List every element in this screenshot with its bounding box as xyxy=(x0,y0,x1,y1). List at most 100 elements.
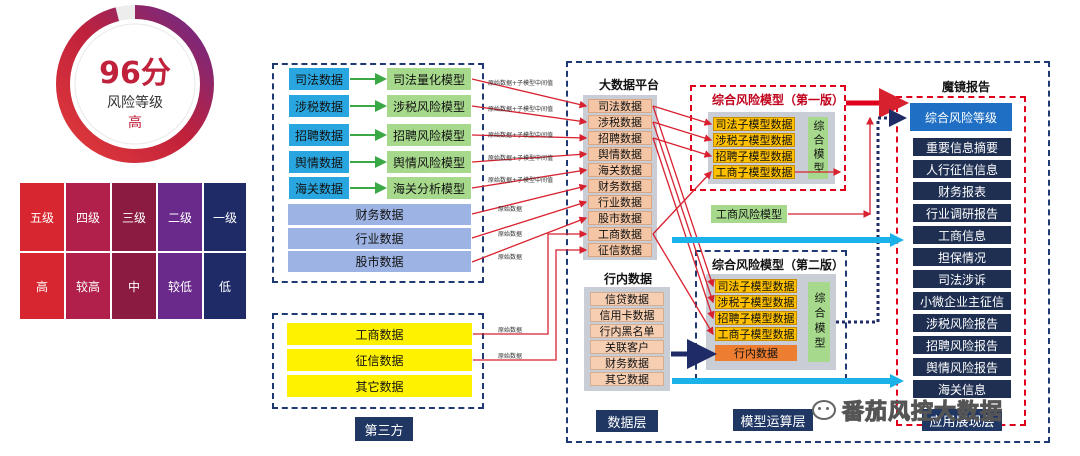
level-name-1: 一级 xyxy=(204,183,246,251)
report-item: 涉税风险报告 xyxy=(913,314,1011,332)
report-item: 海关信息 xyxy=(913,380,1011,398)
third-party-frame xyxy=(272,313,484,409)
platform-item: 涉税数据 xyxy=(588,115,652,129)
v1-sub: 招聘子模型数据 xyxy=(713,149,795,163)
risk-score-gauge: 96分 风险等级 高 xyxy=(50,2,220,167)
bank-item: 其它数据 xyxy=(590,372,664,386)
model-v2-title: 综合风险模型（第二版） xyxy=(712,258,845,272)
v1-combined-label: 综合模型 xyxy=(812,120,825,176)
wechat-icon xyxy=(812,400,836,420)
platform-item: 股市数据 xyxy=(588,211,652,225)
v2-combined-model: 综合模型 xyxy=(808,282,830,362)
report-item: 舆情风险报告 xyxy=(913,358,1011,376)
edge-label: 原始数据 xyxy=(498,327,523,334)
compute-layer-label: 模型运算层 xyxy=(733,409,813,431)
v2-sub: 工商子模型数据 xyxy=(715,327,797,341)
report-head: 综合风险等级 xyxy=(910,103,1012,131)
platform-item: 司法数据 xyxy=(588,99,652,113)
platform-item: 海关数据 xyxy=(588,163,652,177)
model-opinion: 舆情风险模型 xyxy=(387,151,471,173)
data-layer-label: 数据层 xyxy=(596,410,658,432)
third-credit: 征信数据 xyxy=(287,349,472,371)
app-layer-label: 应用展现层 xyxy=(922,409,1002,431)
v2-sub: 司法子模型数据 xyxy=(715,279,797,293)
report-item: 担保情况 xyxy=(913,248,1011,266)
platform-item: 征信数据 xyxy=(588,243,652,257)
v2-sub: 招聘子模型数据 xyxy=(715,311,797,325)
model-v1-title: 综合风险模型（第一版） xyxy=(712,93,845,107)
edge-label: 原始数据 xyxy=(498,353,523,360)
bank-item: 财务数据 xyxy=(590,356,664,370)
level-name-5: 五级 xyxy=(20,183,64,251)
score-level: 高 xyxy=(128,115,142,131)
v2-combined-label: 综合模型 xyxy=(813,292,826,352)
edge-label: 原始数据+子模型中间值 xyxy=(488,155,554,162)
model-customs: 海关分析模型 xyxy=(387,177,471,199)
bank-item: 信用卡数据 xyxy=(590,308,664,322)
bank-item: 信贷数据 xyxy=(590,292,664,306)
report-item: 司法涉诉 xyxy=(913,270,1011,288)
platform-item: 行业数据 xyxy=(588,195,652,209)
third-party-label: 第三方 xyxy=(355,417,413,441)
report-item: 人行征信信息 xyxy=(913,160,1011,178)
bank-data-title: 行内数据 xyxy=(604,272,653,286)
raw-finance: 财务数据 xyxy=(288,204,471,225)
platform-item: 招聘数据 xyxy=(588,131,652,145)
level-name-2: 二级 xyxy=(158,183,202,251)
v1-sub: 涉税子模型数据 xyxy=(713,133,795,147)
level-name-4: 四级 xyxy=(66,183,110,251)
report-item: 工商信息 xyxy=(913,226,1011,244)
raw-stock: 股市数据 xyxy=(288,251,471,272)
score-label: 风险等级 xyxy=(107,95,163,111)
level-desc-1: 低 xyxy=(204,253,246,319)
platform-item: 工商数据 xyxy=(588,227,652,241)
source-judicial: 司法数据 xyxy=(289,68,349,90)
watermark-text: 番茄风控大数据 xyxy=(841,400,1004,426)
left-sources-frame xyxy=(272,63,484,283)
third-icbc: 工商数据 xyxy=(287,323,472,345)
edge-label: 原始数据 xyxy=(498,231,523,238)
raw-industry: 行业数据 xyxy=(288,228,471,249)
level-desc-3: 中 xyxy=(112,253,156,319)
model-v1-frame xyxy=(690,85,846,191)
source-opinion: 舆情数据 xyxy=(289,151,349,173)
edge-label: 原始数据+子模型中间值 xyxy=(488,177,554,184)
v2-bank-data: 行内数据 xyxy=(715,345,797,361)
edge-label: 原始数据+子模型中间值 xyxy=(488,106,554,113)
level-name-3: 三级 xyxy=(112,183,156,251)
bank-item: 行内黑名单 xyxy=(590,324,664,338)
level-desc-2: 较低 xyxy=(158,253,202,319)
v1-combined-model: 综合模型 xyxy=(808,117,828,179)
gauge-ring xyxy=(56,5,214,163)
third-other: 其它数据 xyxy=(287,375,472,397)
model-tax: 涉税风险模型 xyxy=(387,95,471,117)
source-tax: 涉税数据 xyxy=(289,95,349,117)
report-title: 魔镜报告 xyxy=(942,80,991,94)
risk-level-table: 五级 四级 三级 二级 一级 高 较高 中 较低 低 xyxy=(20,183,246,319)
source-recruit: 招聘数据 xyxy=(289,124,349,146)
report-item: 招聘风险报告 xyxy=(913,336,1011,354)
v2-sub: 涉税子模型数据 xyxy=(715,295,797,309)
level-desc-4: 较高 xyxy=(66,253,110,319)
v1-sub: 司法子模型数据 xyxy=(713,117,795,131)
report-item: 小微企业主征信 xyxy=(913,292,1011,310)
platform-item: 财务数据 xyxy=(588,179,652,193)
report-item: 财务报表 xyxy=(913,182,1011,200)
bank-item: 关联客户 xyxy=(590,340,664,354)
icbc-risk-model: 工商风险模型 xyxy=(711,205,787,223)
level-desc-5: 高 xyxy=(20,253,64,319)
watermark: 番茄风控大数据 xyxy=(812,395,1062,426)
model-judicial: 司法量化模型 xyxy=(387,68,471,90)
model-recruit: 招聘风险模型 xyxy=(387,124,471,146)
source-customs: 海关数据 xyxy=(289,177,349,199)
platform-frame xyxy=(566,61,1050,443)
platform-title: 大数据平台 xyxy=(599,78,660,92)
edge-label: 原始数据+子模型中间值 xyxy=(488,80,554,87)
report-item: 行业调研报告 xyxy=(913,204,1011,222)
score-value: 96分 xyxy=(99,56,171,91)
edge-label: 原始数据 xyxy=(498,206,523,213)
edge-label: 原始数据 xyxy=(498,254,523,261)
edge-label: 原始数据+子模型中间值 xyxy=(488,132,554,139)
v1-sub: 工商子模型数据 xyxy=(713,165,795,179)
